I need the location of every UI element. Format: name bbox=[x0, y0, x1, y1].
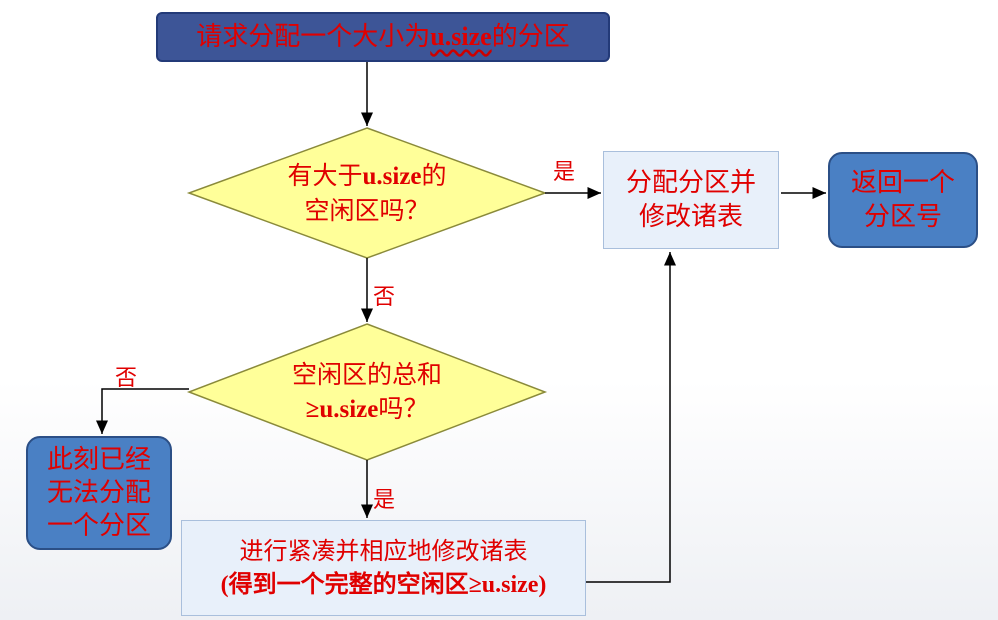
compact-box: 进行紧凑并相应地修改诸表 (得到一个完整的空闲区≥u.size) bbox=[181, 520, 586, 616]
decision-1-line2: 空闲区吗？ bbox=[304, 196, 430, 225]
label-no-2: 否 bbox=[115, 366, 138, 391]
edge-compact-alloc bbox=[586, 252, 676, 583]
compact-line1: 进行紧凑并相应地修改诸表 bbox=[239, 537, 528, 565]
decision-1-line1-post: 的 bbox=[421, 161, 447, 190]
label-yes-1: 是 bbox=[553, 160, 576, 185]
start-text-pre: 请求分配一个大小为 bbox=[196, 22, 431, 52]
decision-2-line2-var: ≥u.size bbox=[305, 396, 379, 423]
compact-line2-var: ≥u.size bbox=[468, 572, 539, 598]
return-line2: 分区号 bbox=[863, 202, 942, 232]
allocate-box: 分配分区并 修改诸表 bbox=[603, 151, 779, 249]
decision-1-line1-var: u.size bbox=[362, 163, 422, 190]
decision-1-text: 有大于u.size的 空闲区吗？ bbox=[239, 159, 495, 228]
return-box: 返回一个 分区号 bbox=[828, 152, 978, 248]
fail-line1: 此刻已经 bbox=[46, 444, 151, 475]
decision-1-line1-pre: 有大于 bbox=[287, 161, 363, 190]
label-no-1: 否 bbox=[373, 285, 396, 310]
edge-cond2-fail bbox=[96, 388, 189, 434]
label-yes-2: 是 bbox=[373, 488, 396, 513]
fail-line3: 一个分区 bbox=[46, 510, 151, 541]
decision-2-line2-post: 吗？ bbox=[378, 394, 429, 423]
start-text-var: u.size bbox=[430, 22, 492, 51]
compact-line2-pre: (得到一个完整的空闲区 bbox=[220, 572, 469, 598]
decision-2-line1: 空闲区的总和 bbox=[291, 360, 442, 389]
allocate-line2: 修改诸表 bbox=[638, 202, 743, 232]
start-text-post: 的分区 bbox=[491, 22, 570, 52]
fail-box: 此刻已经 无法分配 一个分区 bbox=[26, 436, 172, 550]
compact-line2-post: ) bbox=[538, 572, 547, 598]
fail-line2: 无法分配 bbox=[46, 477, 151, 508]
return-line1: 返回一个 bbox=[850, 168, 955, 198]
decision-2-text: 空闲区的总和 ≥u.size吗？ bbox=[239, 358, 495, 427]
allocate-line1: 分配分区并 bbox=[625, 168, 756, 198]
